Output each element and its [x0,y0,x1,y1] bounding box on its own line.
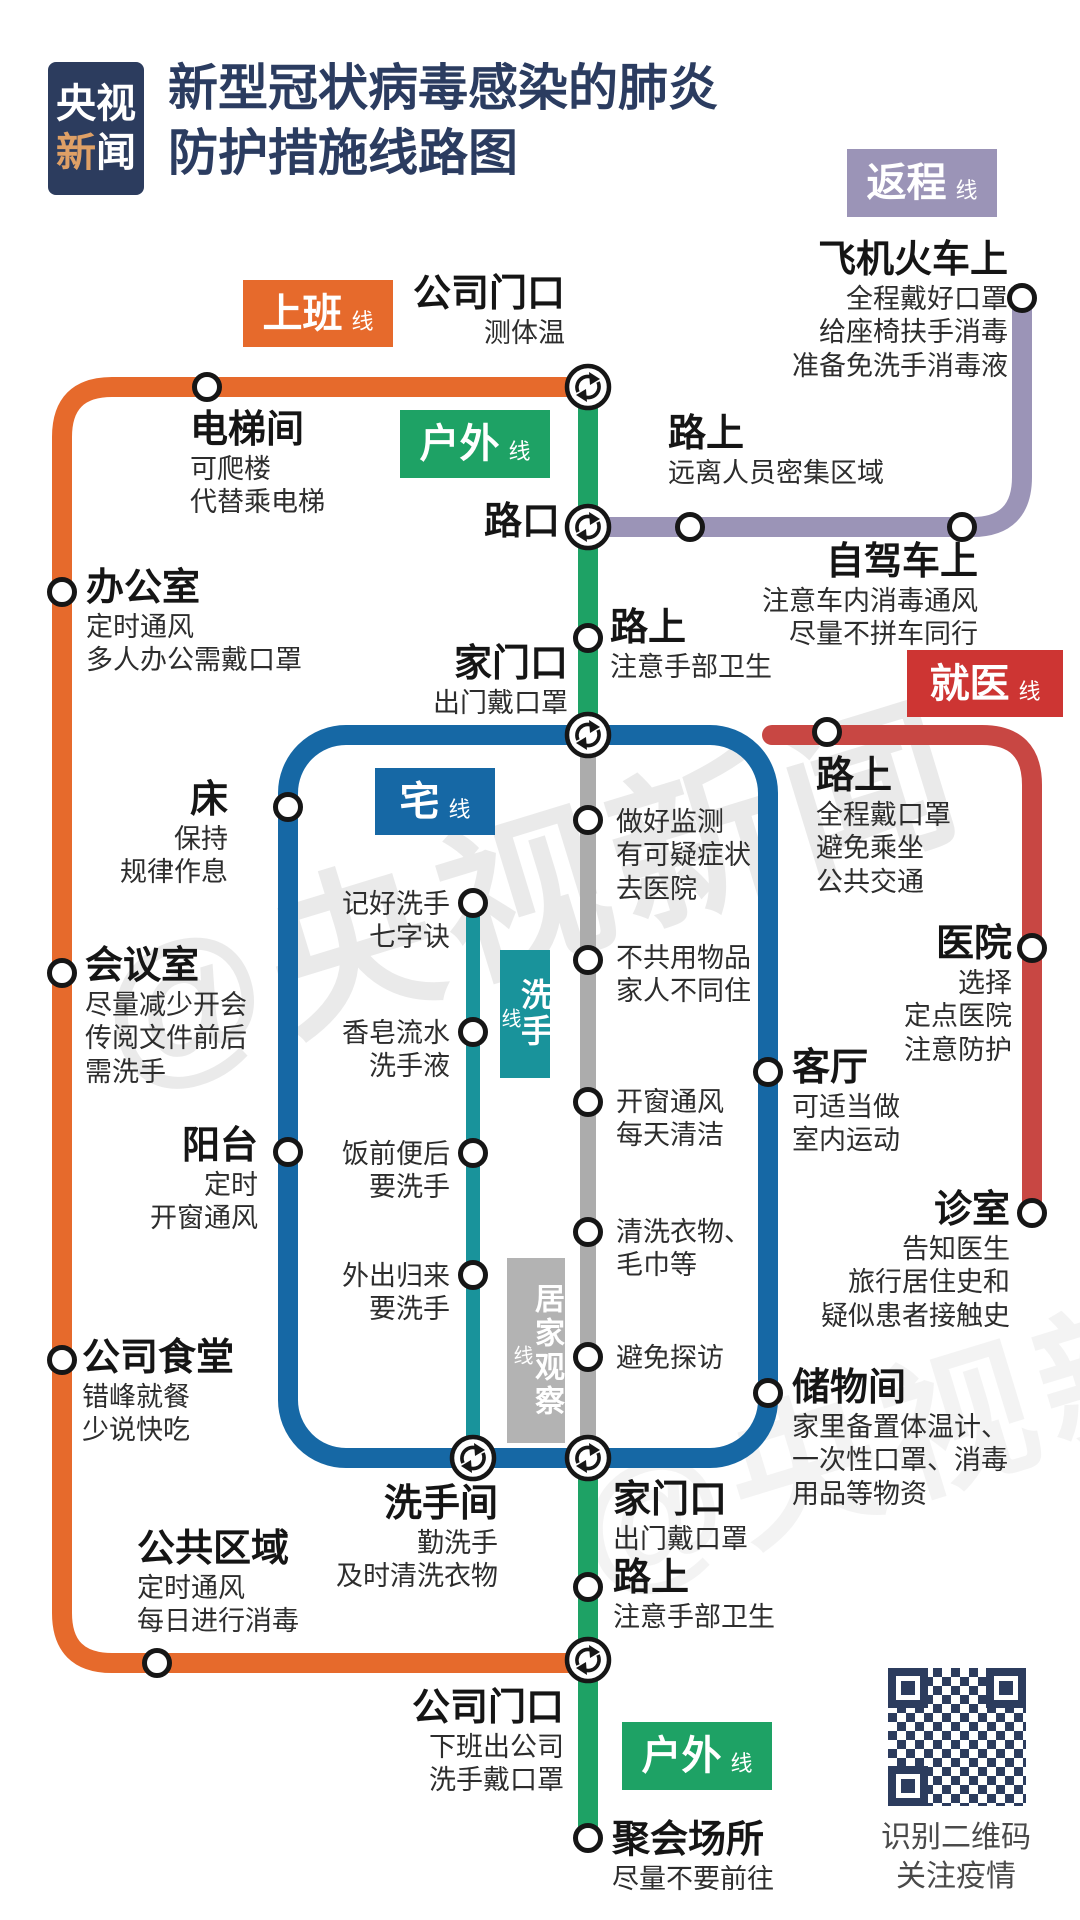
badge-jiuyi-line: 就医线 [907,650,1063,717]
station-dot-road-hospital [812,717,842,747]
station-dot-wash-clothes [573,1217,603,1247]
station-dot-office [47,577,77,607]
station-label-road-return: 路上 远离人员密集区域 [668,413,884,488]
station-dot-balcony [273,1137,303,1167]
station-dot-storage [753,1378,783,1408]
station-label-balcony: 阳台 定时 开窗通风 [150,1125,258,1234]
station-label-no-share: 不共用物品 家人不同住 [616,943,751,1007]
badge-huwai-line-top: 户外线 [400,410,550,478]
station-label-storage: 储物间 家里备置体温计、 一次性口罩、消毒 用品等物资 [792,1367,1008,1509]
line-jiuyi [762,725,1042,1220]
station-label-road-hospital: 路上 全程戴口罩 避免乘坐 公共交通 [816,755,951,897]
station-label-meeting-room: 会议室 尽量减少开会 传阅文件前后 需洗手 [85,945,247,1087]
badge-shangban-line: 上班线 [243,280,393,347]
station-label-remember-wash: 记好洗手 七字诀 [342,889,450,953]
station-label-crossroads: 路口 [483,501,560,543]
station-dot-gathering [573,1823,603,1853]
station-dot-bed [273,792,303,822]
station-label-hospital: 医院 选择 定点医院 注意防护 [904,923,1012,1065]
badge-jujia-guancha-line: 居家观察线 [507,1258,565,1443]
station-label-road-outdoor-bottom: 路上 注意手部卫生 [613,1557,775,1632]
station-label-home-gate-bottom: 家门口 出门戴口罩 [613,1479,748,1554]
station-label-soap: 香皂流水 洗手液 [342,1018,450,1082]
station-label-no-visit: 避免探访 [616,1343,724,1373]
station-label-window-vent: 开窗通风 每天清洁 [616,1087,724,1151]
station-label-before-meal: 饭前便后 要洗手 [342,1139,450,1203]
station-label-bed: 床 保持 规律作息 [120,779,228,888]
station-dot-meeting-room [47,958,77,988]
station-dot-road-return [675,512,705,542]
transfer-icon-home-gate-top [567,714,609,756]
station-label-company-gate-bottom: 公司门口 下班出公司 洗手戴口罩 [411,1687,564,1796]
station-label-clinic: 诊室 告知医生 旅行居住史和 疑似患者接触史 [821,1189,1010,1331]
transfer-icon-company-gate-bottom [567,1639,609,1681]
station-label-back-home: 外出归来 要洗手 [342,1261,450,1325]
badge-huwai-line-bottom: 户外线 [622,1722,772,1790]
station-dots [47,283,1047,1853]
station-label-public-area: 公共区域 定时通风 每日进行消毒 [137,1528,299,1637]
page-title: 新型冠状病毒感染的肺炎 防护措施线路图 [168,60,718,181]
station-label-home-gate-top: 家门口 出门戴口罩 [433,643,568,718]
station-dot-road-outdoor-top [573,623,603,653]
badge-fancheng-line: 返程线 [847,149,997,217]
station-dot-no-visit [573,1342,603,1372]
line-shangban [52,377,588,1673]
transfer-icon-company-gate-top [567,366,609,408]
station-dot-self-drive [947,512,977,542]
badge-zhai-line: 宅线 [375,768,495,835]
station-label-self-drive: 自驾车上 注意车内消毒通风 尽量不拼车同行 [762,541,978,650]
station-label-monitor: 做好监测 有可疑症状 去医院 [616,807,751,904]
transfer-icon-washroom [452,1437,494,1479]
cctv-news-logo: 央视 新闻 [48,62,144,195]
station-dot-plane-train [1007,283,1037,313]
station-dot-monitor [573,805,603,835]
transfer-icon-crossroads [567,506,609,548]
station-dot-road-outdoor-bottom [573,1572,603,1602]
station-dot-back-home [458,1260,488,1290]
station-label-living-room: 客厅 可适当做 室内运动 [792,1047,900,1156]
station-dot-hospital [1017,933,1047,963]
station-dot-soap [458,1017,488,1047]
station-dot-living-room [753,1057,783,1087]
station-label-company-gate-top: 公司门口 测体温 [412,273,565,348]
station-label-road-outdoor-top: 路上 注意手部卫生 [610,607,772,682]
qr-finder-icon [888,1668,928,1708]
station-dot-clinic [1017,1198,1047,1228]
station-label-plane-train: 飞机火车上 全程戴好口罩 给座椅扶手消毒 准备免洗手消毒液 [792,239,1008,381]
qr-finder-icon [986,1668,1026,1708]
station-dot-remember-wash [458,888,488,918]
station-dot-no-share [573,945,603,975]
station-label-office: 办公室 定时通风 多人办公需戴口罩 [86,567,302,676]
line-zhai-loop [278,725,778,1468]
station-label-canteen: 公司食堂 错峰就餐 少说快吃 [82,1337,235,1446]
qr-finder-icon [888,1766,928,1806]
station-label-elevator: 电梯间 可爬楼 代替乘电梯 [190,409,325,518]
station-dot-before-meal [458,1138,488,1168]
transfer-icon-home-gate-bottom [567,1437,609,1479]
qr-caption: 识别二维码 关注疫情 [881,1821,1031,1893]
station-label-gathering: 聚会场所 尽量不要前往 [612,1819,774,1894]
station-label-washroom: 洗手间 勤洗手 及时清洗衣物 [336,1483,498,1592]
station-dot-window-vent [573,1087,603,1117]
logo-line1: 央视 [56,81,136,126]
qr-code [888,1668,1026,1806]
badge-xishou-line: 洗手线 [498,950,553,1078]
station-dot-canteen [47,1345,77,1375]
logo-line2: 新闻 [56,130,136,175]
station-dot-public-area [142,1648,172,1678]
station-dot-elevator [192,372,222,402]
station-label-wash-clothes: 清洗衣物、 毛巾等 [616,1217,751,1281]
